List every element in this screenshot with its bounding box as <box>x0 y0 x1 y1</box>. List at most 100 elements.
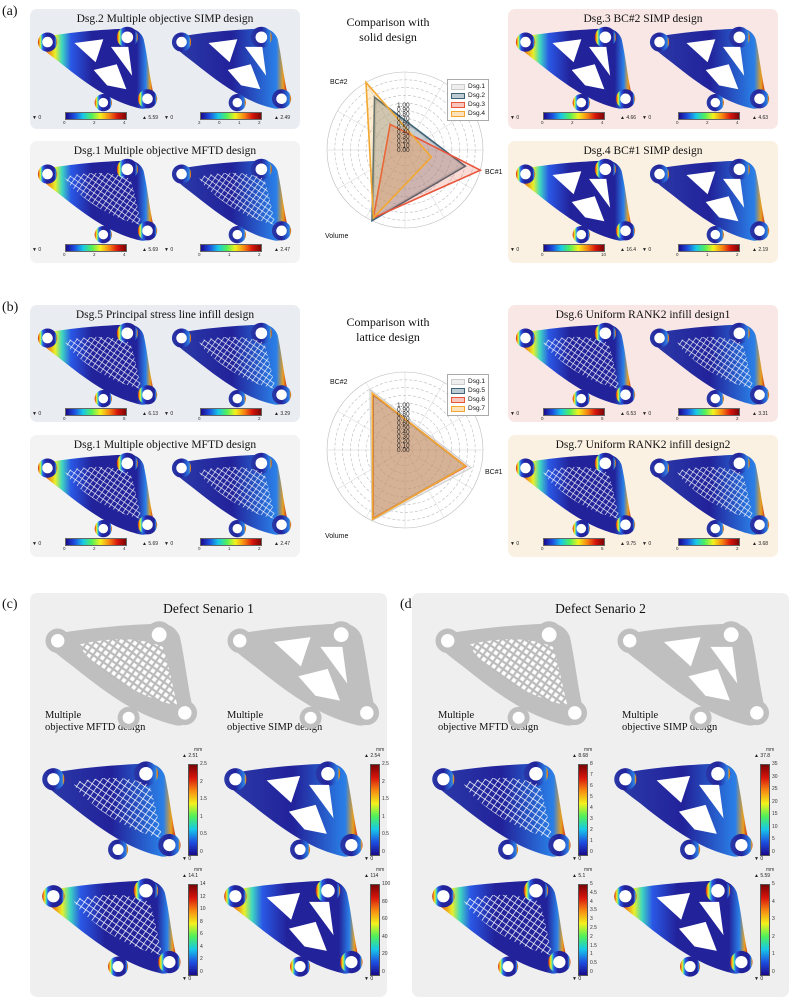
unit-label: mm <box>584 747 593 753</box>
legend-item: Dsg.1 <box>451 82 485 91</box>
unit-label: mm <box>766 867 775 873</box>
bracket-lattice <box>435 621 588 729</box>
colorbar-tick: 0 <box>200 969 203 975</box>
colorbar-tick: 1 <box>772 951 775 958</box>
unit-label: mm <box>194 867 203 873</box>
range-marker: ▲ 4.66 <box>620 115 637 121</box>
range-marker: ▼ 0 <box>572 976 582 982</box>
bracket-simp <box>224 878 363 977</box>
colorbar-tick: 5 <box>772 836 775 843</box>
radar-tick-label: 0.40 <box>397 429 410 436</box>
vertical-colorbar <box>760 764 770 856</box>
defect-title: Defect Senario 2 <box>555 601 646 616</box>
colorbar <box>65 244 127 252</box>
colorbar-tick: 3 <box>590 916 593 923</box>
legend-swatch <box>451 101 465 108</box>
radar-axis-label: BC#2 <box>330 379 348 386</box>
colorbar-tick: 4 <box>123 546 126 551</box>
bracket-lattice <box>515 322 636 408</box>
colorbar-tick: 0 <box>382 849 385 855</box>
range-marker: ▼ 0 <box>642 115 652 121</box>
colorbar-tick: 3 <box>772 916 775 923</box>
defect-title: Defect Senario 1 <box>163 601 254 616</box>
range-marker: ▼ 0 <box>182 976 192 982</box>
colorbar-tick: 1.5 <box>590 942 597 949</box>
legend-label: Dsg.5 <box>468 387 485 394</box>
colorbar-tick: 4 <box>123 252 126 257</box>
colorbar-tick: 2 <box>736 252 739 257</box>
colorbar-tick: 4 <box>772 898 775 905</box>
legend-swatch <box>451 83 465 90</box>
colorbar-tick: 0.5 <box>200 831 207 838</box>
range-marker: ▼ 0 <box>572 856 582 862</box>
radar-tick-label: 0.50 <box>397 124 410 131</box>
legend-item: Dsg.7 <box>451 404 485 413</box>
vertical-colorbar <box>578 884 588 976</box>
radar-tick-label: 0.60 <box>397 120 410 127</box>
range-marker: ▲ 2.49 <box>274 115 291 121</box>
range-marker: ▲ 6.13 <box>142 411 159 417</box>
legend-item: Dsg.5 <box>451 386 485 395</box>
colorbar-tick: 4 <box>200 943 203 950</box>
colorbar-tick: 8 <box>200 918 203 925</box>
colorbar-tick: 0 <box>541 416 544 421</box>
radar-spoke <box>404 82 445 151</box>
colorbar-tick: 2 <box>200 956 203 963</box>
radar-tick-label: 1.00 <box>397 402 410 409</box>
colorbar-tick: 0 <box>198 416 201 421</box>
legend-label: Dsg.7 <box>468 405 485 412</box>
colorbar-tick: 4 <box>590 805 593 811</box>
panel-title: Dsg.4 BC#1 SIMP design <box>583 145 703 157</box>
colorbar-tick: 10 <box>601 252 607 257</box>
colorbar-tick: 10 <box>772 823 778 830</box>
colorbar-tick: 12 <box>200 893 206 900</box>
colorbar-tick: 5 <box>123 416 126 421</box>
colorbar-tick: 2 <box>93 546 96 551</box>
radar-axis-label: Volume <box>325 233 348 240</box>
legend-label: Dsg.3 <box>468 101 485 108</box>
bracket-lattice <box>171 452 292 538</box>
range-marker: ▼ 0 <box>182 856 192 862</box>
legend-label: Dsg.6 <box>468 396 485 403</box>
radar-axis-label: BC#2 <box>330 79 348 86</box>
bracket-lattice <box>171 322 292 408</box>
bracket-simp <box>649 158 770 244</box>
legend-label: Dsg.2 <box>468 92 485 99</box>
bracket-lattice <box>515 452 636 538</box>
range-marker: ▼ 0 <box>510 541 520 547</box>
radar-tick-label: 0.90 <box>397 106 410 113</box>
range-marker: ▲ 37.8 <box>754 753 771 759</box>
colorbar <box>678 244 740 252</box>
radar-spoke <box>365 82 406 151</box>
colorbar-tick: 100 <box>382 881 391 887</box>
colorbar-tick: 0 <box>676 120 679 125</box>
colorbar <box>543 408 605 416</box>
bracket-lattice <box>432 878 571 977</box>
bracket-simp <box>37 26 158 112</box>
bracket-simp <box>224 761 363 860</box>
radar-tick-label: 0.10 <box>397 442 410 449</box>
colorbar-tick: 6 <box>200 931 203 938</box>
radar-chart-lattice: 0.000.100.200.300.400.500.600.700.800.90… <box>325 371 503 540</box>
radar-tick-label: 0.70 <box>397 415 410 422</box>
bracket-lattice <box>37 322 158 408</box>
range-marker: ▲ 16.4 <box>620 247 637 253</box>
radar-tick-label: 0.20 <box>397 438 410 445</box>
bracket-simp <box>515 26 636 112</box>
range-marker: ▼ 0 <box>32 247 42 253</box>
colorbar-tick: 0 <box>590 849 593 855</box>
unit-label: mm <box>584 867 593 873</box>
radar-chart-solid: 0.000.100.200.300.400.500.600.700.800.90… <box>325 71 503 240</box>
colorbar-tick: 1.5 <box>200 796 207 803</box>
radar-spoke <box>404 410 473 451</box>
bracket-simp <box>649 26 770 112</box>
colorbar-tick: 3 <box>590 816 593 822</box>
range-marker: ▼ 0 <box>164 541 174 547</box>
panel-label-a: (a) <box>2 4 18 19</box>
legend-item: Dsg.3 <box>451 100 485 109</box>
legend-swatch <box>451 405 465 412</box>
colorbar-tick: 2 <box>258 252 261 257</box>
colorbar-tick: 1 <box>382 813 385 820</box>
